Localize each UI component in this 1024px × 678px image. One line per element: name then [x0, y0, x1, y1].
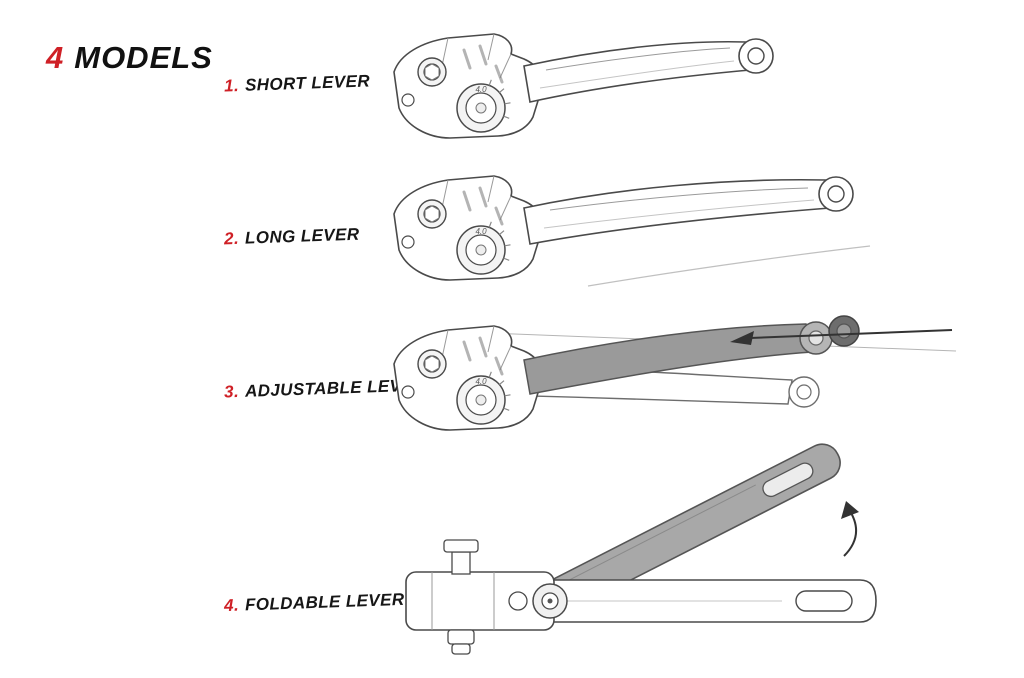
fold-up-arrow-icon — [841, 501, 859, 557]
adjustable-lever-illustration — [392, 315, 957, 432]
bar-slot-hole — [795, 590, 853, 612]
bar-end-hole — [827, 185, 845, 203]
model-label-short-lever: 1.SHORT LEVER — [224, 71, 371, 96]
short-lever-blade — [523, 38, 774, 103]
model-name: SHORT LEVER — [244, 71, 371, 95]
length-guide-line — [587, 245, 871, 287]
model-name: LONG LEVER — [244, 224, 360, 248]
model-label-foldable-lever: 4.FOLDABLE LEVER — [224, 590, 405, 616]
title-number: 4 — [46, 40, 65, 75]
clamp-nut-bottom — [447, 629, 475, 645]
bar-end-hole — [747, 47, 765, 65]
clamp-bolt-top — [451, 551, 471, 575]
lever-main-bar — [545, 579, 877, 623]
model-number: 1. — [223, 76, 240, 96]
blade-slot-hole — [762, 462, 814, 498]
model-number: 2. — [223, 228, 240, 249]
model-number: 4. — [223, 595, 240, 616]
adjust-direction-arrow-icon — [730, 329, 953, 345]
folding-joint — [405, 539, 568, 655]
title-word: MODELS — [74, 40, 213, 75]
long-lever-blade — [523, 176, 854, 245]
model-name: FOLDABLE LEVER — [244, 589, 405, 615]
page-title: 4 MODELS — [46, 40, 213, 76]
model-label-long-lever: 2.LONG LEVER — [224, 225, 360, 250]
short-lever-illustration — [392, 32, 774, 140]
foldable-lever-illustration — [405, 443, 877, 655]
model-number: 3. — [223, 382, 240, 402]
long-lever-illustration — [392, 174, 871, 287]
